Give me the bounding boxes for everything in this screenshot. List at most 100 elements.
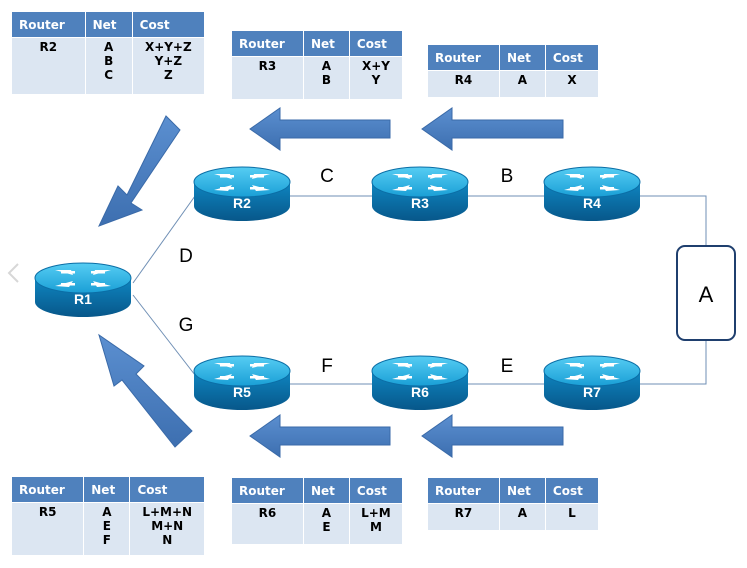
routing-table-r2: Router Net Cost R2 A B C X+Y+Z Y+Z Z [11,11,205,95]
chevron-left-icon[interactable] [7,263,19,283]
net-entry: A [321,506,332,520]
net-entry: E [102,519,111,533]
router-6[interactable]: R6 [371,355,469,410]
link-r1-r5 [132,294,196,376]
router-icon [564,174,620,191]
router-3[interactable]: R3 [371,166,469,221]
header-net: Net [303,478,349,503]
router-arrow-glyph [220,175,234,178]
router-icon [214,174,270,191]
arrow-r4-to-r3 [421,107,564,151]
header-cost: Cost [545,478,598,503]
cell-router: R7 [428,504,499,530]
cost-entry: Y+Z [154,54,183,68]
header-net: Net [85,12,132,37]
net-label-g: G [179,315,194,336]
link-r4-a [640,195,707,246]
cell-nets: A B C [85,38,132,94]
cell-costs: X+Y Y [349,57,402,99]
net-entry: F [102,533,111,547]
router-arrow-glyph [91,271,105,274]
cost-entry: M+N [151,519,184,533]
arrow-r6-to-r5 [249,414,391,458]
router-label: R2 [233,195,251,211]
router-top [543,355,641,387]
header-net: Net [303,31,349,56]
routing-table-r6: Router Net Cost R6 A E L+M M [231,477,403,545]
cell-nets: A E F [84,503,130,555]
cost-entry: L [568,506,576,520]
cell-costs: L+M M [349,504,402,544]
router-icon [55,270,111,287]
router-arrow-glyph [250,364,264,367]
router-top [193,166,291,198]
net-entry: E [322,520,331,534]
header-cost: Cost [349,31,402,56]
header-net: Net [499,45,545,70]
net-entry: B [104,54,114,68]
router-2[interactable]: R2 [193,166,291,221]
cost-entry: L+M [361,506,391,520]
cost-entry: N [162,533,173,547]
header-router: Router [232,31,303,56]
router-arrow-glyph [61,283,75,286]
router-icon [214,363,270,380]
header-cost: Cost [130,477,204,502]
router-arrow-glyph [600,376,614,379]
cell-nets: A B [303,57,349,99]
router-1[interactable]: R1 [34,262,132,317]
net-entry: A [103,40,114,54]
router-icon [564,363,620,380]
router-arrow-glyph [570,376,584,379]
router-top [193,355,291,387]
routing-table-r7: Router Net Cost R7 A L [427,477,599,531]
arrow-r3-to-r2 [249,107,391,151]
cost-entry: L+M+N [142,505,193,519]
routing-table-r4: Router Net Cost R4 A X [427,44,599,98]
net-label-e: E [501,356,514,377]
router-arrow-glyph [398,175,412,178]
router-label: R1 [74,291,92,307]
router-icon [392,363,448,380]
router-arrow-glyph [250,187,264,190]
router-7[interactable]: R7 [543,355,641,410]
net-entry: C [104,68,114,82]
router-4[interactable]: R4 [543,166,641,221]
network-a-label: A [699,282,714,307]
cost-entry: Y [371,73,381,87]
header-cost: Cost [349,478,402,503]
net-entry: A [517,73,528,87]
router-top [371,355,469,387]
header-router: Router [428,45,499,70]
router-label: R5 [233,384,251,400]
cell-nets: A [499,71,545,97]
router-arrow-glyph [570,364,584,367]
net-label-c: C [320,166,334,187]
cost-entry: X+Y+Z [144,40,192,54]
router-5[interactable]: R5 [193,355,291,410]
cell-costs: L [545,504,598,530]
router-icon [392,174,448,191]
update-arrows [98,107,564,458]
routing-table-r3: Router Net Cost R3 A B X+Y Y [231,30,403,100]
header-net: Net [84,477,130,502]
router-arrow-glyph [428,376,442,379]
router-arrow-glyph [428,187,442,190]
router-arrow-glyph [600,187,614,190]
router-arrow-glyph [220,376,234,379]
header-router: Router [12,477,84,502]
header-cost: Cost [132,12,204,37]
link-r1-r2 [132,195,196,284]
links [132,195,707,385]
router-label: R4 [583,195,601,211]
router-arrow-glyph [570,175,584,178]
routing-table-r5: Router Net Cost R5 A E F L+M+N M+N N [11,476,205,556]
router-arrow-glyph [91,283,105,286]
header-net: Net [499,478,545,503]
cost-entry: X [567,73,577,87]
router-arrow-glyph [570,187,584,190]
router-arrow-glyph [398,364,412,367]
net-entry: A [102,505,112,519]
router-arrow-glyph [398,376,412,379]
net-label-d: D [179,246,193,267]
